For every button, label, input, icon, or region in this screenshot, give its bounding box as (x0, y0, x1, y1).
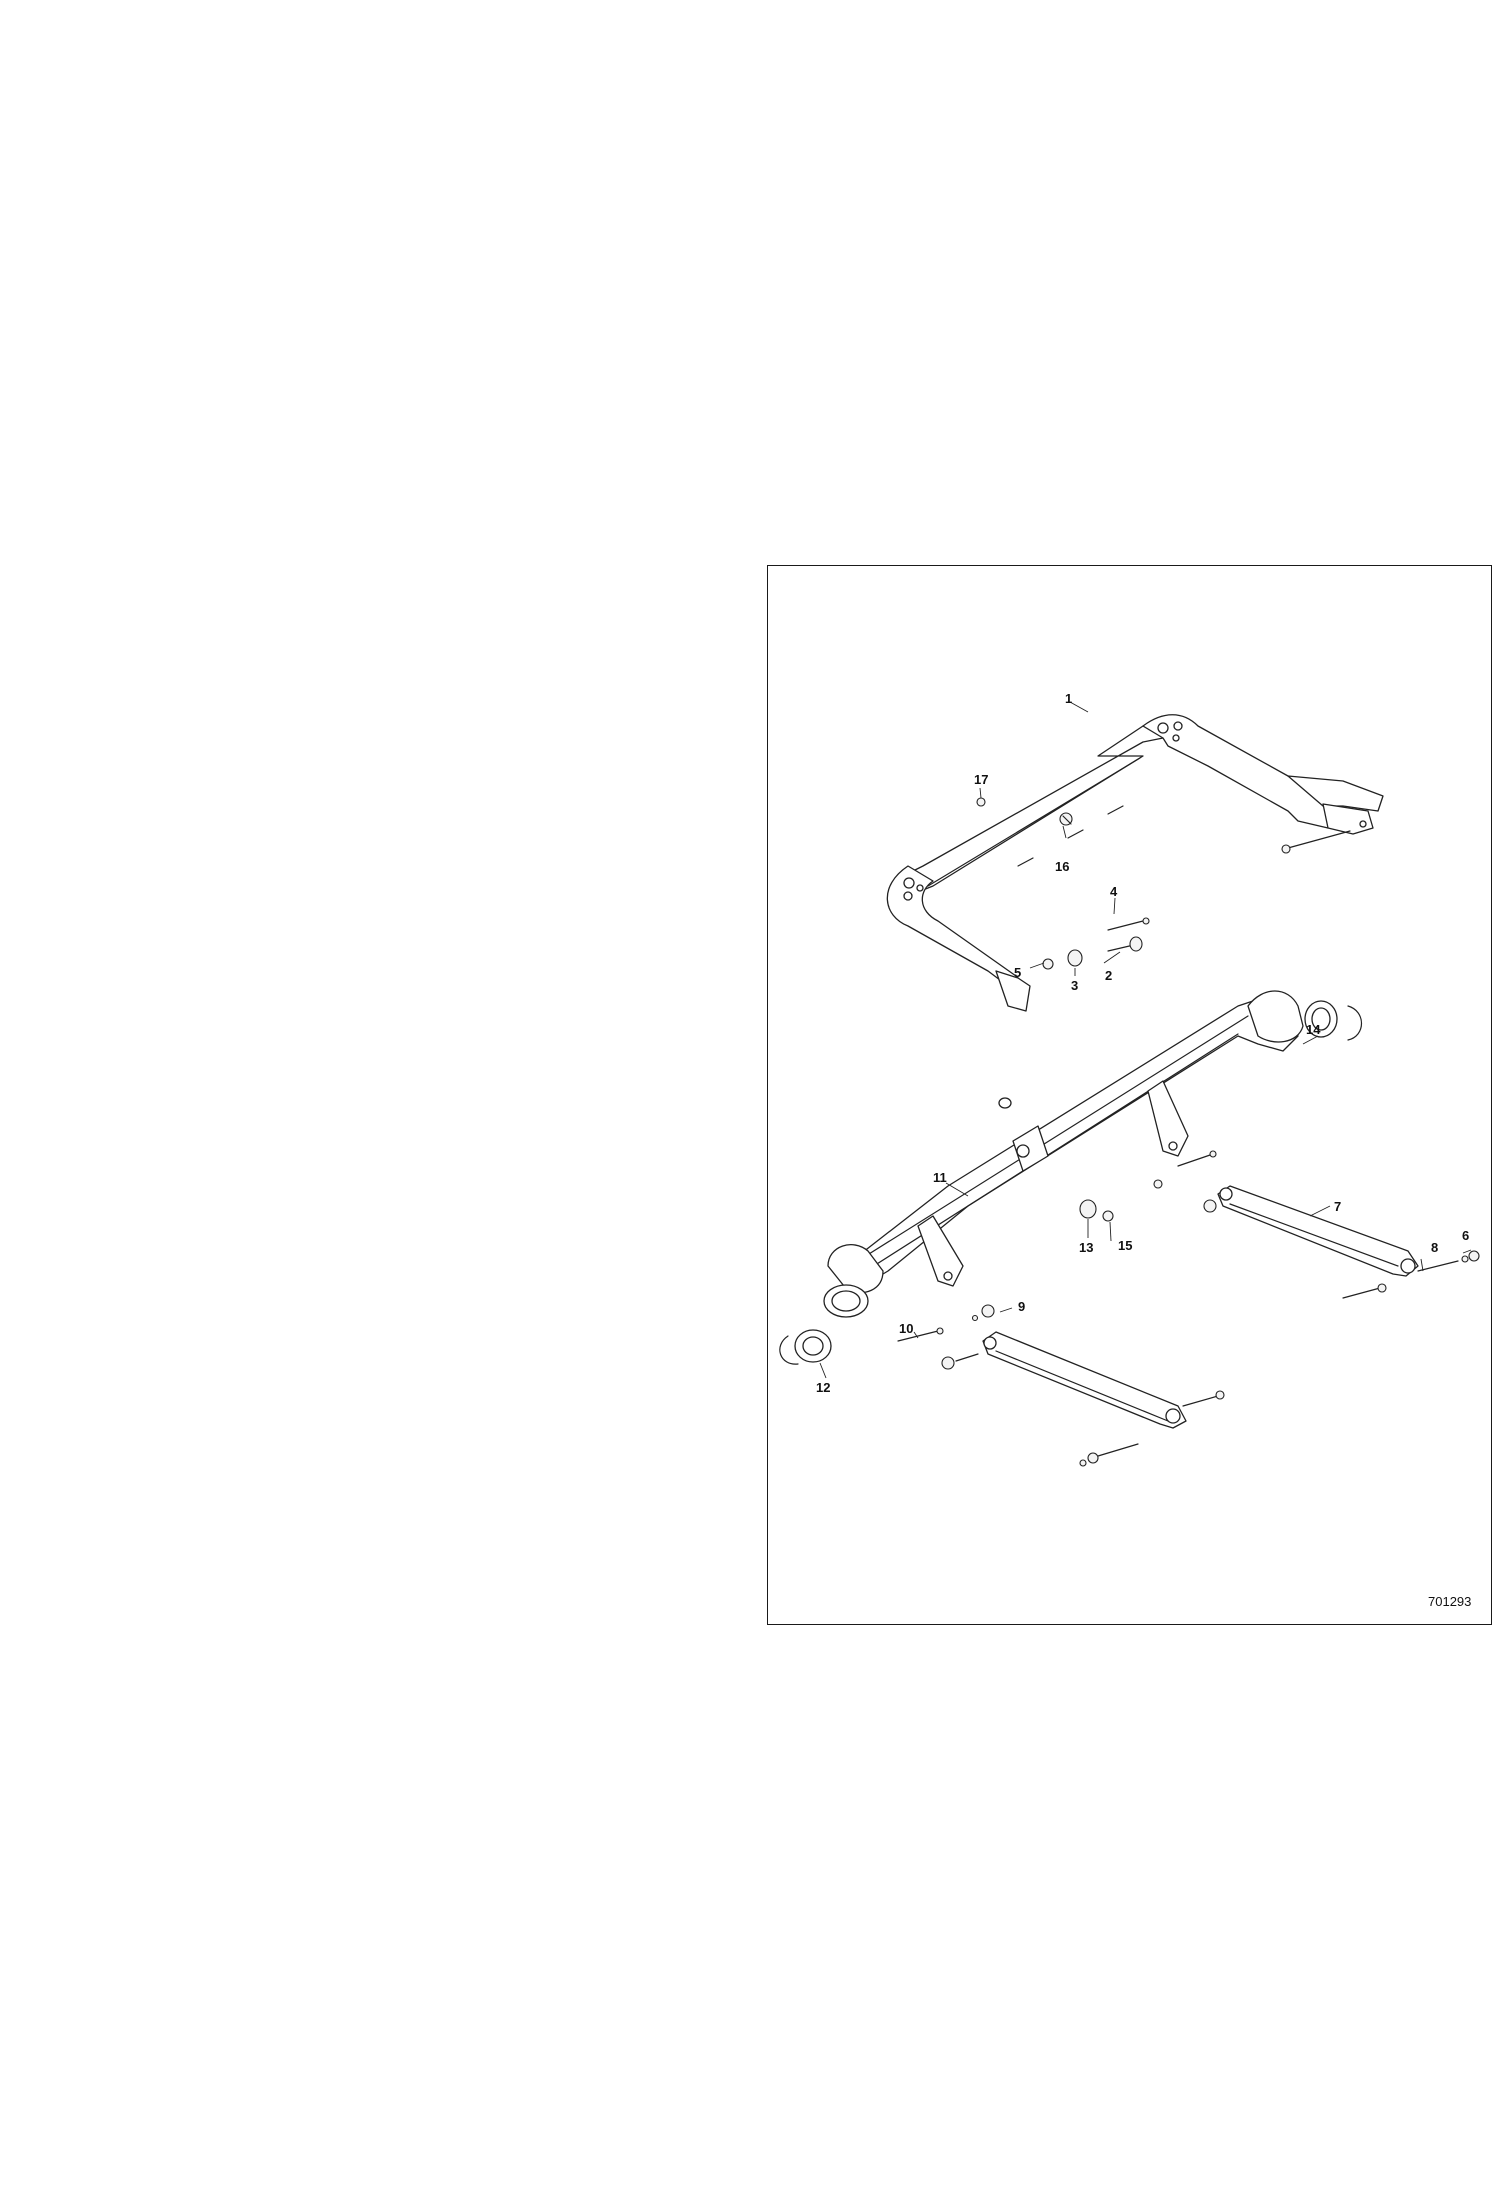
washer-part-17 (976, 797, 986, 807)
upper-frame-part (886, 714, 1384, 1012)
callout-9: 9 (1018, 1299, 1025, 1314)
bolt-part-10 (897, 1330, 939, 1342)
callout-3: 3 (1071, 978, 1078, 993)
ring-part-15 (1102, 1210, 1114, 1222)
callout-12: 12 (816, 1380, 830, 1395)
nut-part-5 (1042, 958, 1054, 970)
callout-17: 17 (974, 772, 988, 787)
exploded-parts-diagram: 1 2 3 4 5 6 7 8 9 10 11 12 13 14 15 16 1… (779, 691, 1480, 1609)
callout-8: 8 (1431, 1240, 1438, 1255)
bushing-part-9 (981, 1304, 995, 1318)
axle-beam-part (823, 990, 1304, 1318)
callout-13: 13 (1079, 1240, 1093, 1255)
bushing-part-13 (1079, 1199, 1097, 1219)
bolt-part-4 (1107, 920, 1144, 931)
callout-2: 2 (1105, 968, 1112, 983)
trailing-arm-right-part-7 (1217, 1185, 1419, 1277)
callout-5: 5 (1014, 965, 1021, 980)
nut-part-6 (1468, 1250, 1480, 1262)
callout-10: 10 (899, 1321, 913, 1336)
callout-11: 11 (933, 1170, 947, 1185)
callout-15: 15 (1118, 1238, 1132, 1253)
callout-14: 14 (1306, 1022, 1321, 1037)
bushing-part-2 (1129, 936, 1143, 952)
pin-part-8 (1417, 1260, 1459, 1272)
callout-4: 4 (1110, 884, 1118, 899)
trailing-arm-left-part (982, 1331, 1187, 1429)
callout-16: 16 (1055, 859, 1069, 874)
callout-1: 1 (1065, 691, 1072, 706)
snap-ring-part-14 (1347, 1005, 1363, 1041)
figure-number: 701293 (1428, 1594, 1471, 1609)
parts-diagram-frame: 1 2 3 4 5 6 7 8 9 10 11 12 13 14 15 16 1… (767, 565, 1492, 1625)
callout-6: 6 (1462, 1228, 1469, 1243)
snap-ring-part-12 (779, 1335, 799, 1365)
callout-7: 7 (1334, 1199, 1341, 1214)
bushing-part-3 (1067, 949, 1083, 967)
